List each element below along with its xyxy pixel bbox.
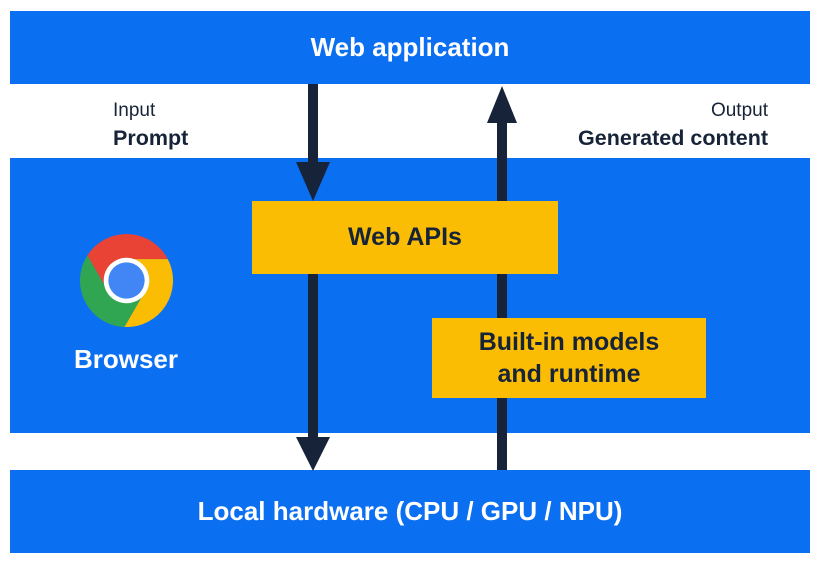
builtin-models-box: Built-in models and runtime xyxy=(432,318,706,398)
builtin-models-label-line1: Built-in models xyxy=(478,328,660,356)
output-label: Output xyxy=(710,100,768,121)
down-arrow-line-top xyxy=(308,84,318,162)
up-arrowhead xyxy=(487,86,517,123)
local-hardware-bar: Local hardware (CPU / GPU / NPU) xyxy=(10,470,810,553)
web-apis-box: Web APIs xyxy=(252,201,558,274)
up-arrow-line xyxy=(497,123,507,470)
local-hardware-label: Local hardware (CPU / GPU / NPU) xyxy=(197,496,623,526)
output-label-block: Output Generated content xyxy=(578,99,768,151)
web-application-label: Web application xyxy=(310,32,510,62)
generated-content-label: Generated content xyxy=(578,126,768,150)
web-apis-label: Web APIs xyxy=(348,223,462,251)
chrome-icon xyxy=(80,234,174,328)
web-application-bar: Web application xyxy=(10,11,810,84)
input-label: Input xyxy=(113,100,156,121)
browser-label: Browser xyxy=(73,344,179,374)
down-arrowhead-upper xyxy=(296,162,330,201)
prompt-label: Prompt xyxy=(113,126,189,150)
down-arrowhead-lower xyxy=(296,437,330,471)
builtin-models-label-line2: and runtime xyxy=(497,360,641,388)
input-label-block: Input Prompt xyxy=(113,99,188,151)
down-arrow-line-bottom xyxy=(308,274,318,437)
